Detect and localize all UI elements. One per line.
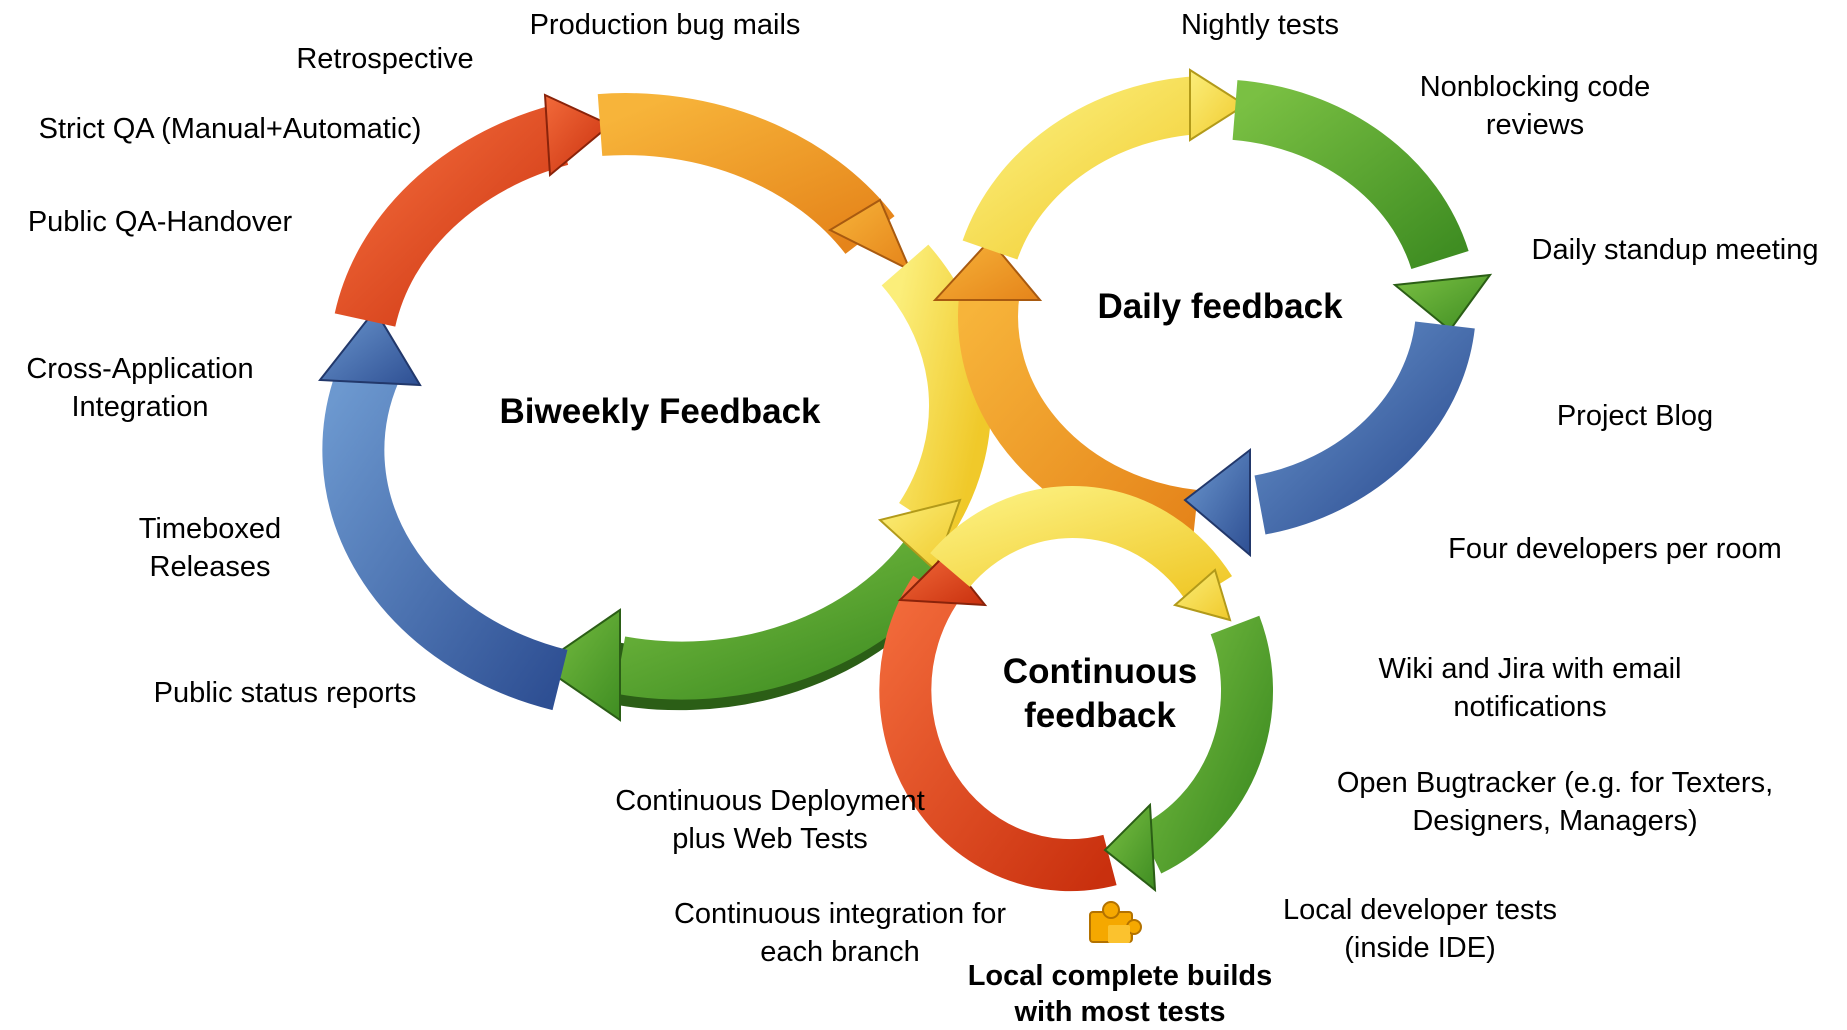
continuous-cycle	[879, 486, 1273, 893]
label-public-qa-handover: Public QA-Handover	[27, 206, 293, 238]
label-local-dev-tests: Local developer tests (inside IDE)	[1282, 894, 1558, 964]
label-continuous-deployment: Continuous Deployment plus Web Tests	[615, 785, 925, 855]
biweekly-cycle	[318, 93, 992, 722]
biweekly-arrow-yellow	[877, 244, 992, 572]
label-daily-standup: Daily standup meeting	[1531, 234, 1819, 266]
label-strict-qa: Strict QA (Manual+Automatic)	[38, 113, 422, 145]
continuous-arrow-yellow	[930, 486, 1233, 622]
daily-arrow-green	[1232, 80, 1493, 332]
daily-arrow-yellow	[962, 68, 1247, 261]
label-project-blog: Project Blog	[1556, 400, 1714, 432]
continuous-arrow-green	[1103, 615, 1273, 893]
label-open-bugtracker: Open Bugtracker (e.g. for Texters, Desig…	[1336, 767, 1774, 837]
label-timeboxed-releases: Timeboxed Releases	[138, 513, 282, 583]
label-nightly-tests: Nightly tests	[1181, 9, 1339, 41]
label-four-developers: Four developers per room	[1448, 533, 1782, 565]
biweekly-feedback-title: Biweekly Feedback	[499, 392, 821, 431]
biweekly-arrow-green	[538, 537, 956, 722]
daily-feedback-title: Daily feedback	[1097, 287, 1343, 326]
daily-arrow-blue	[1183, 320, 1475, 558]
puzzle-piece-icon	[1089, 901, 1142, 943]
label-retrospective: Retrospective	[296, 43, 474, 75]
label-production-bug-mails: Production bug mails	[529, 9, 801, 41]
biweekly-arrow-red	[334, 93, 612, 328]
biweekly-arrow-blue	[318, 308, 568, 711]
continuous-feedback-title: Continuous feedback	[1002, 652, 1198, 735]
biweekly-arrow-orange	[597, 93, 912, 273]
label-continuous-integration: Continuous integration for each branch	[673, 898, 1007, 968]
label-public-status-reports: Public status reports	[153, 677, 417, 709]
label-wiki-jira: Wiki and Jira with email notifications	[1378, 653, 1682, 723]
label-cross-app-integration: Cross-Application Integration	[26, 353, 254, 423]
label-nonblocking-reviews: Nonblocking code reviews	[1419, 71, 1651, 141]
